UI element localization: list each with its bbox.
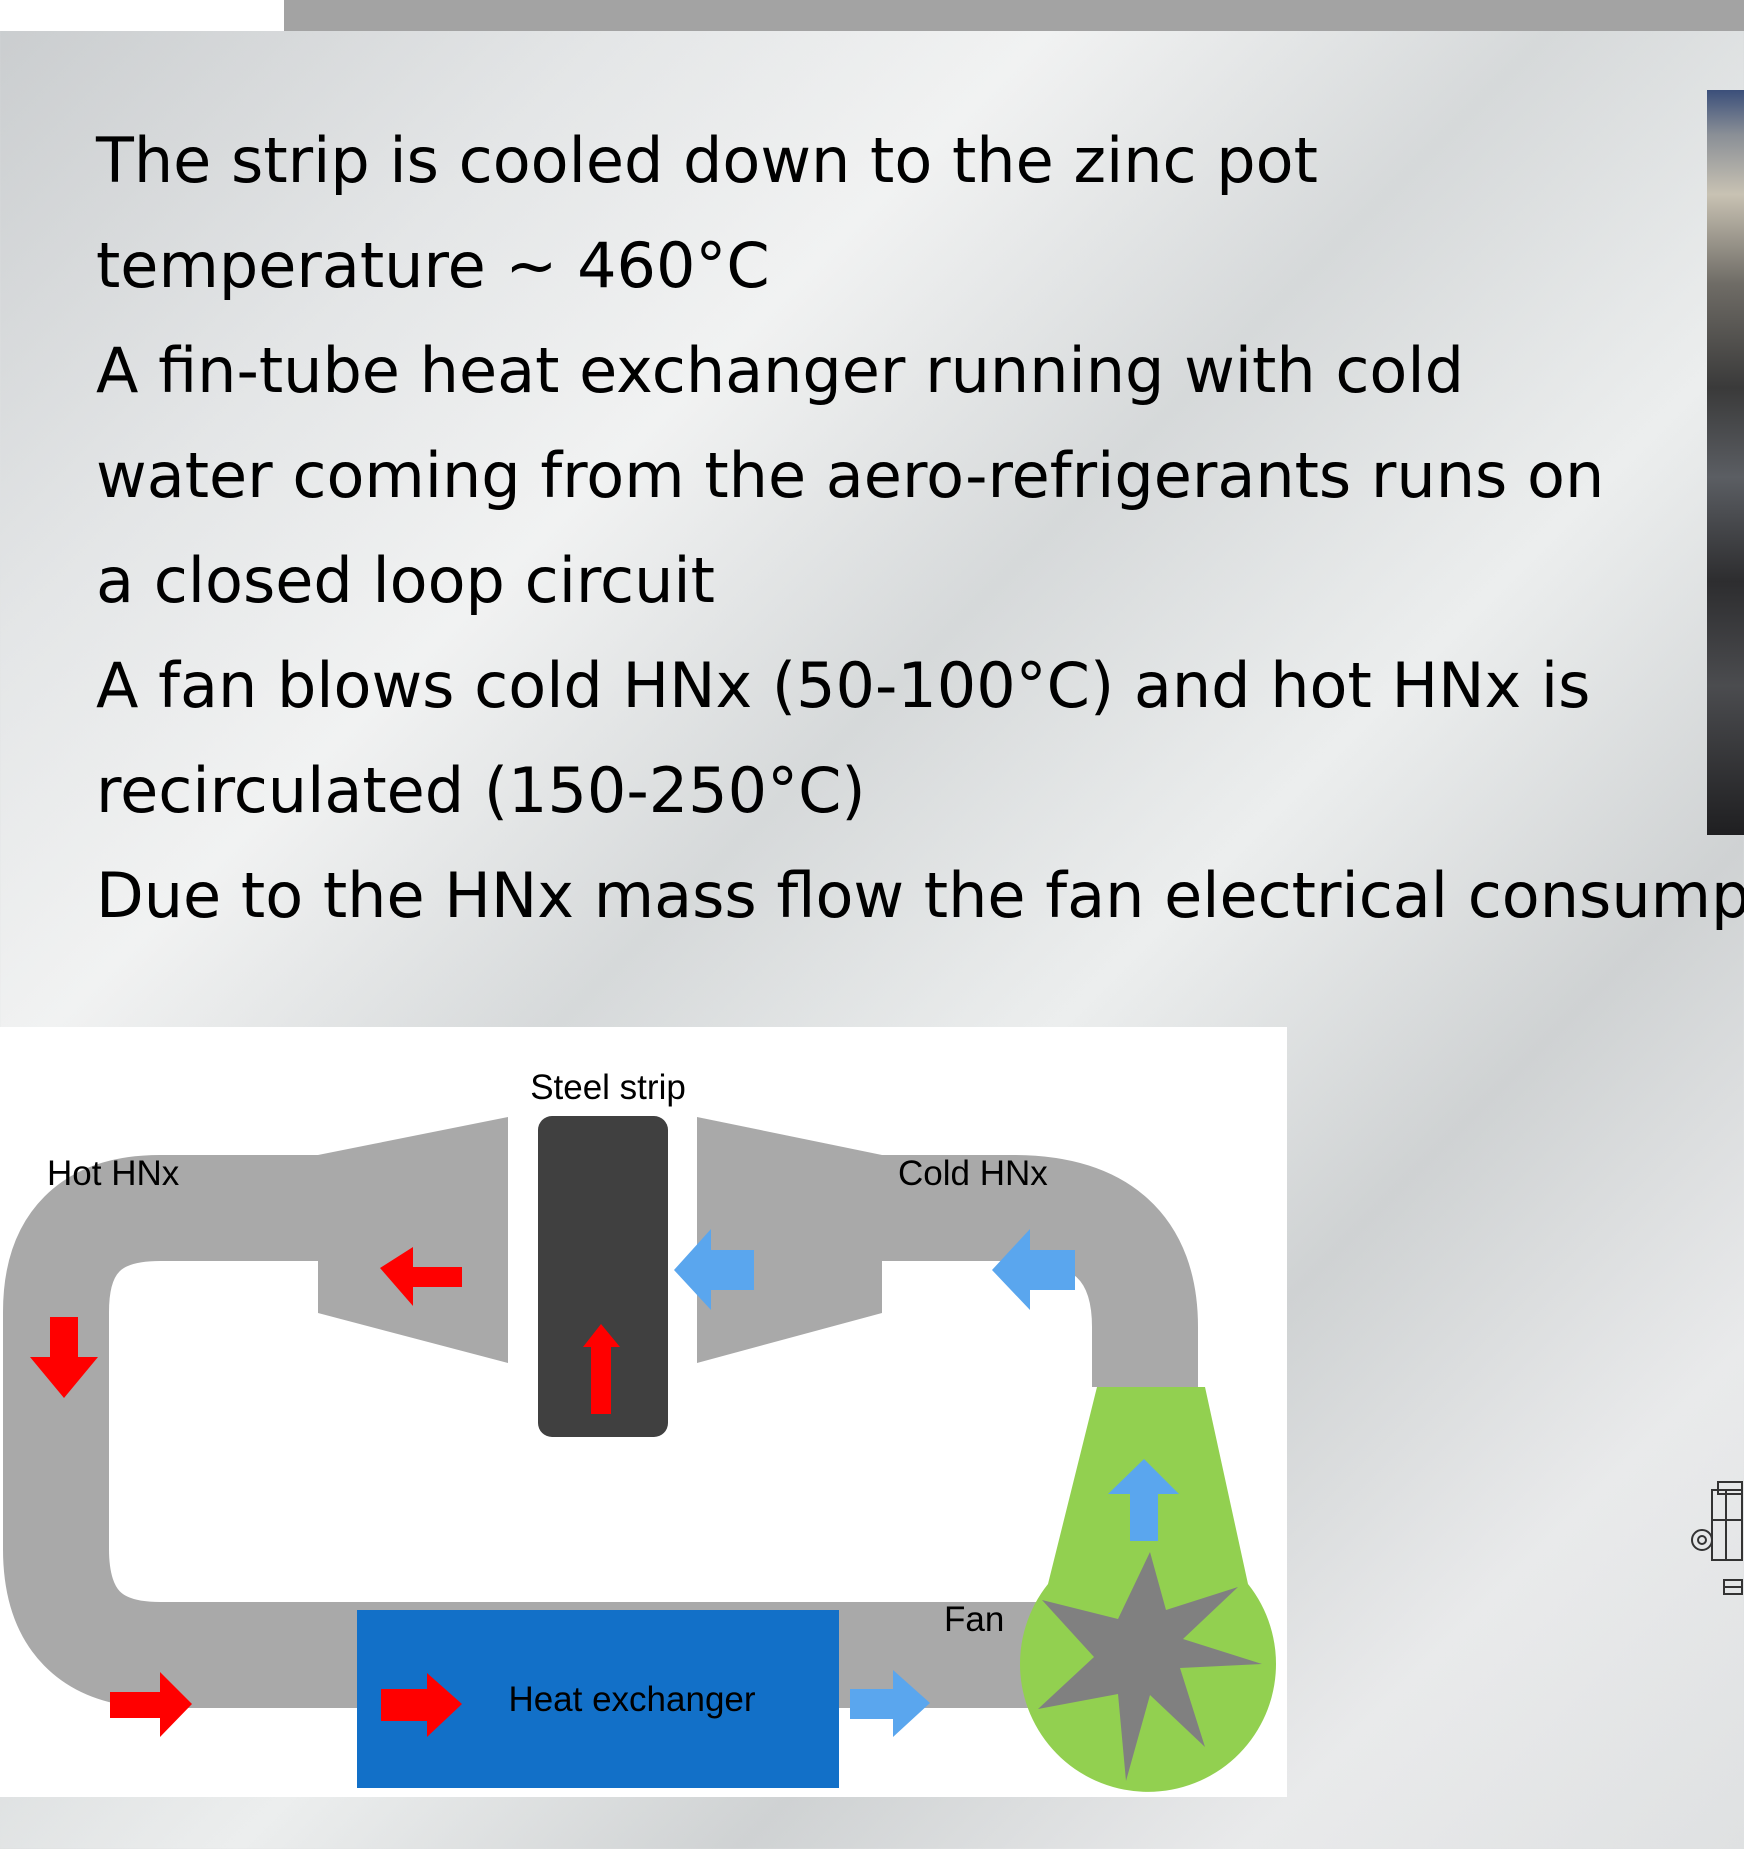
duct-taper-left <box>318 1117 508 1363</box>
cold-arrow-out-icon <box>850 1670 930 1737</box>
cooling-loop-diagram: Steel strip Hot HNx Cold HNx Fan Heat ex… <box>0 1027 1287 1797</box>
duct-loop <box>3 1155 1050 1708</box>
bullet-heat-exchanger: A fin-tube heat exchanger running with c… <box>96 334 1605 617</box>
duct-return <box>880 1155 1198 1387</box>
cold-arrow-strip-icon <box>674 1229 754 1310</box>
hot-arrow-right-icon <box>110 1672 192 1737</box>
bullet-consumption: Due to the HNx mass flow the fan electri… <box>96 859 1744 932</box>
label-fan: Fan <box>944 1600 1004 1639</box>
bullet-list: The strip is cooled down to the zinc pot… <box>96 108 1744 948</box>
hot-arrow-down-icon <box>30 1317 98 1398</box>
steel-strip-block <box>538 1116 668 1437</box>
bullet-fan: A fan blows cold HNx (50-100°C) and hot … <box>96 649 1591 827</box>
hot-arrow-exchanger-icon <box>381 1673 462 1737</box>
top-tab <box>0 0 284 31</box>
cold-arrow-return-icon <box>992 1229 1075 1310</box>
cold-arrow-fan-icon <box>1108 1459 1179 1541</box>
top-bar <box>284 0 1744 31</box>
bullet-cooling-target: The strip is cooled down to the zinc pot… <box>96 124 1318 302</box>
label-hot-hnx: Hot HNx <box>47 1154 180 1193</box>
hot-arrow-up-icon <box>583 1324 620 1414</box>
label-cold-hnx: Cold HNx <box>898 1154 1048 1193</box>
label-steel-strip: Steel strip <box>530 1068 686 1107</box>
machine-drawing-icon <box>1691 1481 1743 1595</box>
label-heat-exchanger: Heat exchanger <box>508 1680 755 1719</box>
hot-arrow-left-icon <box>380 1247 462 1306</box>
equipment-photo <box>1707 90 1744 835</box>
fan-blade-icon <box>1038 1552 1262 1781</box>
duct-taper-right <box>697 1117 882 1363</box>
